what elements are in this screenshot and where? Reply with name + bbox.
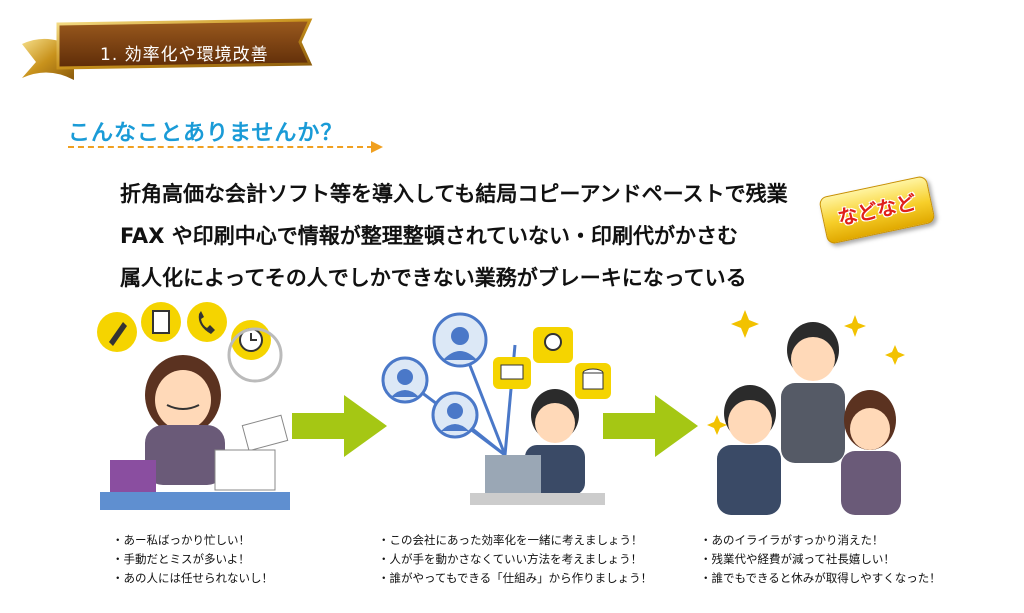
pencil-icon xyxy=(97,312,137,352)
section-ribbon: 1. 効率化や環境改善 xyxy=(18,14,318,84)
busy-worker-illustration xyxy=(95,300,295,520)
user-avatar-icon xyxy=(381,356,429,404)
section-title: 1. 効率化や環境改善 xyxy=(100,45,269,65)
consultant-illustration xyxy=(375,305,615,525)
issues-list: 折角高価な会計ソフト等を導入しても結局コピーアンドペーストで残業 FAX や印刷… xyxy=(120,173,788,299)
laptop-icon xyxy=(493,357,531,389)
document-icon xyxy=(141,302,181,342)
bullet-item: ・あー私ばっかり忙しい！ xyxy=(112,533,250,547)
bullet-item: ・残業代や経費が減って社長嬉しい！ xyxy=(700,552,895,566)
bullet-item: ・この会社にあった効率化を一緒に考えましょう！ xyxy=(378,533,643,547)
issue-item: 属人化によってその人でしかできない業務がブレーキになっている xyxy=(120,266,747,290)
bullet-item: ・誰でもできると休みが取得しやすくなった！ xyxy=(700,571,941,585)
database-icon xyxy=(575,363,611,399)
user-avatar-icon xyxy=(431,391,479,439)
clock-icon xyxy=(231,320,271,360)
etc-badge: などなど xyxy=(818,175,936,245)
lightbulb-icon xyxy=(533,327,573,363)
ribbon-shape xyxy=(22,18,313,80)
arrow-head-icon xyxy=(371,141,383,153)
right-arrow-icon xyxy=(292,395,387,461)
happy-team-illustration xyxy=(705,305,920,520)
bullet-item: ・誰がやってもできる「仕組み」から作りましょう！ xyxy=(378,571,653,585)
user-avatar-icon xyxy=(432,312,488,368)
question-heading: こんなことありませんか？ xyxy=(68,121,344,146)
column-2-bullets: ・この会社にあった効率化を一緒に考えましょう！ ・人が手を動かさなくていい方法を… xyxy=(378,531,652,588)
sparkle-icon xyxy=(707,310,905,435)
bullet-item: ・あの人には任せられないし！ xyxy=(112,571,273,585)
right-arrow-icon xyxy=(603,395,698,461)
bullet-item: ・手動だとミスが多いよ！ xyxy=(112,552,250,566)
column-3-bullets: ・あのイライラがすっかり消えた！ ・残業代や経費が減って社長嬉しい！ ・誰でもで… xyxy=(700,531,941,588)
issue-item: FAX や印刷中心で情報が整理整頓されていない・印刷代がかさむ xyxy=(120,224,739,248)
issue-item: 折角高価な会計ソフト等を導入しても結局コピーアンドペーストで残業 xyxy=(120,182,788,206)
phone-icon xyxy=(187,302,227,342)
column-1-bullets: ・あー私ばっかり忙しい！ ・手動だとミスが多いよ！ ・あの人には任せられないし！ xyxy=(112,531,273,588)
dashed-underline xyxy=(68,146,373,148)
etc-badge-label: などなど xyxy=(835,189,919,231)
bullet-item: ・人が手を動かさなくていい方法を考えましょう！ xyxy=(378,552,643,566)
bullet-item: ・あのイライラがすっかり消えた！ xyxy=(700,533,884,547)
